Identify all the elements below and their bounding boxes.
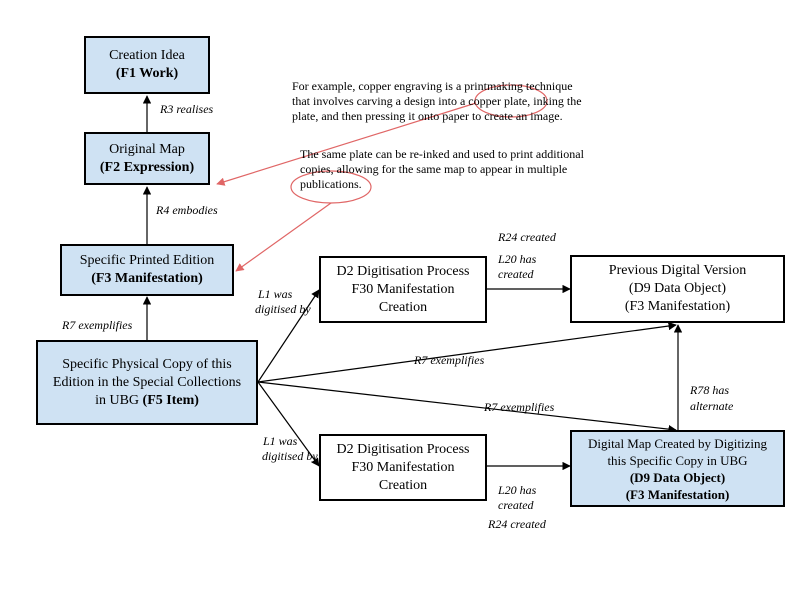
edge-label-r7-digital: R7 exemplifies xyxy=(484,400,555,414)
node-physical-copy: Specific Physical Copy of this Edition i… xyxy=(36,340,258,425)
edge-label-l1-top-1: L1 was xyxy=(258,287,293,301)
node-previous-digital-line2: (D9 Data Object) xyxy=(628,281,727,296)
edge-label-l1-bottom-2: digitised by xyxy=(262,449,318,463)
edge-label-l20-bottom-2: created xyxy=(498,498,534,512)
node-original-map-class: (F2 Expression) xyxy=(99,159,195,175)
arrow-l1-top xyxy=(257,289,320,383)
node-digital-map: Digital Map Created by Digitizing this S… xyxy=(570,430,785,507)
node-previous-digital-line3: (F3 Manifestation) xyxy=(624,299,731,314)
node-physical-copy-line2: Edition in the Special Collections xyxy=(52,374,242,390)
edge-label-r24-bottom: R24 created xyxy=(488,517,546,531)
copper-plate-highlight xyxy=(474,84,548,118)
edge-label-r24-top: R24 created xyxy=(498,230,556,244)
node-physical-copy-class: (F5 Item) xyxy=(142,392,199,408)
node-creation-idea-class: (F1 Work) xyxy=(115,66,179,81)
node-digitisation-top: D2 Digitisation Process F30 Manifestatio… xyxy=(319,256,487,323)
node-printed-edition-class: (F3 Manifestation) xyxy=(91,271,203,286)
node-digital-map-line2: this Specific Copy in UBG xyxy=(607,452,748,468)
node-digitisation-top-line3: Creation xyxy=(378,299,428,315)
edge-label-r7-printed: R7 exemplifies xyxy=(62,318,133,332)
plate-note-line3: publications. xyxy=(300,177,362,191)
node-creation-idea: Creation Idea (F1 Work) xyxy=(84,36,210,94)
edge-label-l1-bottom-1: L1 was xyxy=(263,434,298,448)
plate-note-line2: copies, allowing for the same map to app… xyxy=(300,162,568,176)
plate-note-line1: The same plate can be re-inked and used … xyxy=(300,147,584,161)
edge-label-l20-top-1: L20 has xyxy=(498,252,537,266)
node-digitisation-bottom: D2 Digitisation Process F30 Manifestatio… xyxy=(319,434,487,501)
node-digitisation-bottom-line2: F30 Manifestation xyxy=(351,459,455,475)
copper-engraving-note: For example, copper engraving is a print… xyxy=(292,79,582,124)
edge-label-l1-top-2: digitised by xyxy=(255,302,311,316)
edge-label-r3: R3 realises xyxy=(160,102,214,116)
copper-note-line2: that involves carving a design into a co… xyxy=(292,94,582,108)
node-digital-map-line3: (D9 Data Object) xyxy=(629,469,726,485)
edge-label-l20-bottom-1: L20 has xyxy=(498,483,537,497)
copper-note-line1: For example, copper engraving is a print… xyxy=(292,79,573,93)
node-digitisation-top-line2: F30 Manifestation xyxy=(351,281,455,297)
red-arrow-to-manifestation xyxy=(235,202,332,272)
node-original-map-title: Original Map xyxy=(109,141,185,157)
node-digital-map-line4: (F3 Manifestation) xyxy=(625,486,730,502)
edge-label-r4: R4 embodies xyxy=(156,203,218,217)
node-physical-copy-line3-text: in UBG xyxy=(95,392,140,408)
node-physical-copy-line3: in UBG (F5 Item) xyxy=(95,392,199,410)
red-arrow-to-expression xyxy=(216,102,477,186)
node-physical-copy-line1: Specific Physical Copy of this xyxy=(62,356,232,372)
plate-reuse-note: The same plate can be re-inked and used … xyxy=(300,147,584,192)
node-creation-idea-title: Creation Idea xyxy=(109,48,185,63)
node-previous-digital-line1: Previous Digital Version xyxy=(608,263,747,278)
edge-label-r7-previous: R7 exemplifies xyxy=(414,353,485,367)
edge-label-l20-top-2: created xyxy=(498,267,534,281)
node-original-map: Original Map (F2 Expression) xyxy=(84,132,210,185)
edge-label-r78-2: alternate xyxy=(690,399,734,413)
arrow-r7-previous xyxy=(257,321,677,383)
node-printed-edition: Specific Printed Edition (F3 Manifestati… xyxy=(60,244,234,296)
arrow-l1-bottom xyxy=(257,381,320,467)
arrow-r7-digital xyxy=(257,381,677,434)
node-digitisation-top-line1: D2 Digitisation Process xyxy=(336,263,470,279)
node-digitisation-bottom-line3: Creation xyxy=(378,477,428,493)
node-digitisation-bottom-line1: D2 Digitisation Process xyxy=(336,441,470,457)
node-printed-edition-title: Specific Printed Edition xyxy=(79,253,215,268)
node-digital-map-line1: Digital Map Created by Digitizing xyxy=(587,435,768,451)
copper-note-line3: plate, and then pressing it onto paper t… xyxy=(292,109,563,123)
edge-label-r78-1: R78 has xyxy=(690,383,729,397)
node-previous-digital: Previous Digital Version (D9 Data Object… xyxy=(570,255,785,323)
